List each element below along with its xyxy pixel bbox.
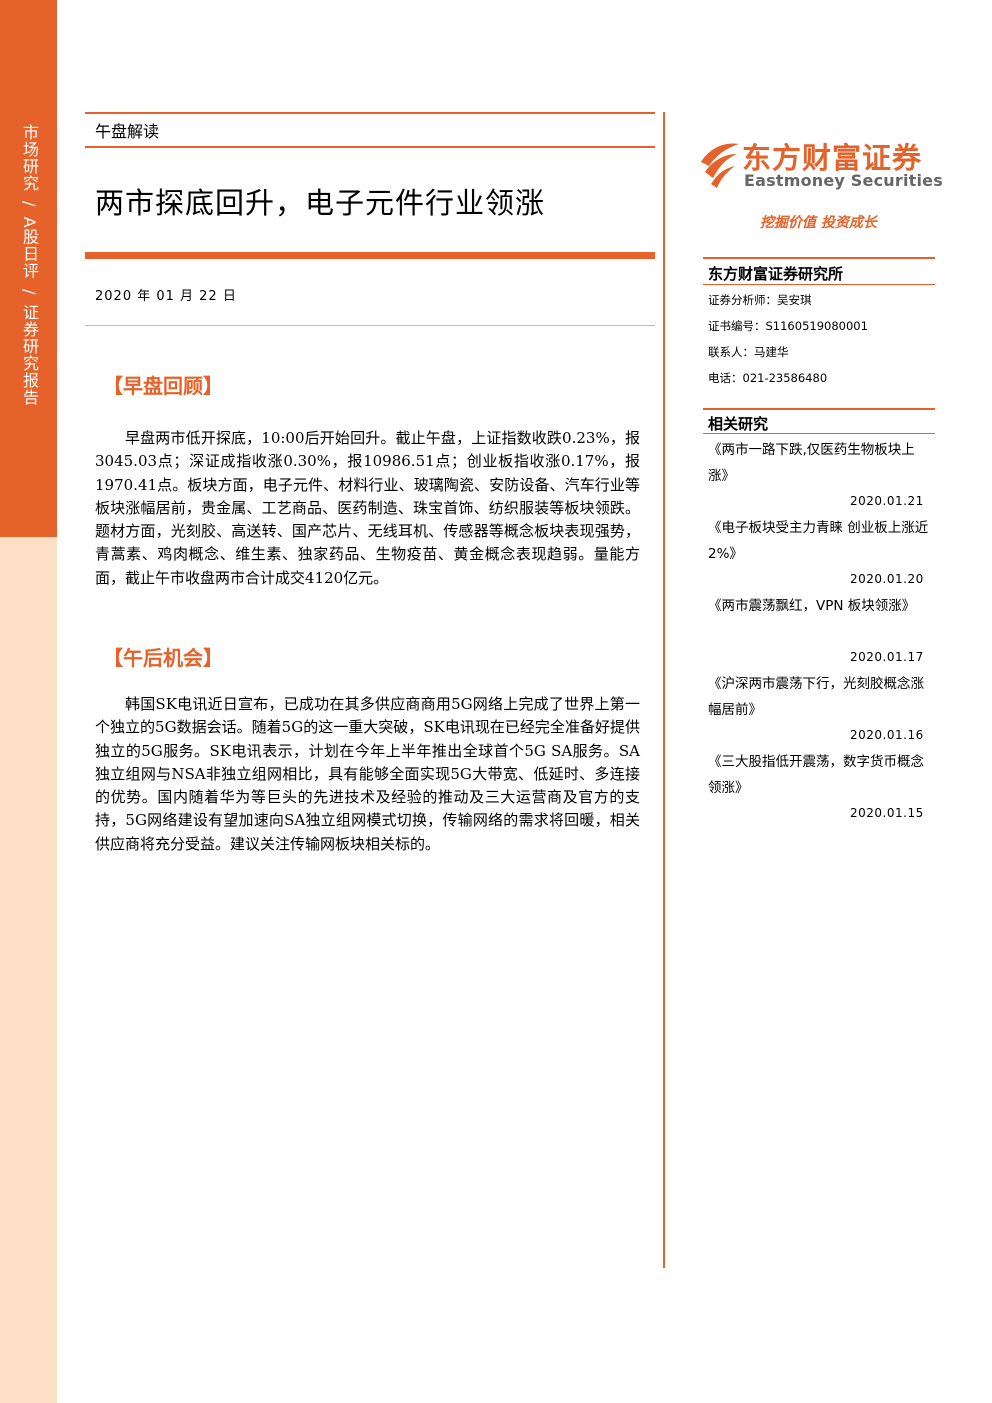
related-item-title[interactable]: 《两市一路下跌,仅医药生物板块上涨》 (708, 442, 915, 484)
related-item-title[interactable]: 《两市震荡飘红，VPN 板块领涨》 (708, 598, 916, 614)
sidebar-accent-band (0, 0, 57, 537)
related-title: 相关研究 (708, 415, 769, 433)
header-top-rule (85, 112, 655, 114)
institute-title: 东方财富证券研究所 (708, 265, 844, 283)
related-item-title[interactable]: 《沪深两市震荡下行，光刻胶概念涨幅居前》 (708, 676, 924, 718)
section-body-morning: 早盘两市低开探底，10:00后开始回升。截止午盘，上证指数收跌0.23%，报30… (95, 429, 640, 587)
contact-phone: 电话：021-23586480 (708, 371, 828, 385)
sidebar-part-market: 市场研究 (20, 124, 39, 192)
sidebar-label: 市场研究 / A股日评 / 证券研究报告 (17, 124, 41, 406)
related-item-title[interactable]: 《三大股指低开震荡，数字货币概念领涨》 (708, 754, 924, 796)
logo-slogan: 挖掘价值 投资成长 (760, 215, 877, 231)
related-bottom-rule (703, 433, 935, 434)
logo-name-en: Eastmoney Securities (744, 171, 943, 190)
logo-name-cn: 东方财富证券 (742, 141, 923, 175)
sidebar-separator: / (20, 201, 39, 208)
institute-top-rule (703, 257, 935, 259)
report-date: 2020 年 01 月 22 日 (95, 289, 237, 304)
related-item-date: 2020.01.17 (850, 650, 924, 664)
eastmoney-logo-icon (701, 143, 739, 188)
related-item-date: 2020.01.20 (850, 572, 924, 586)
institute-bottom-rule (703, 284, 935, 285)
section-heading-afternoon: 【午后机会】 (103, 646, 223, 670)
related-item-title[interactable]: 《电子板块受主力青睐 创业板上涨近 2%》 (708, 520, 929, 562)
date-divider (85, 325, 655, 326)
analyst-name: 证券分析师：吴安琪 (708, 293, 812, 307)
header-thick-rule (85, 252, 655, 259)
page-title: 两市探底回升，电子元件行业领涨 (95, 186, 546, 220)
sidebar-light-band (0, 537, 57, 1403)
sidebar-part-report: 证券研究报告 (20, 304, 39, 407)
section-body-afternoon: 韩国SK电讯近日宣布，已成功在其多供应商商用5G网络上完成了世界上第一个独立的5… (95, 695, 640, 853)
section-heading-morning: 【早盘回顾】 (103, 374, 223, 398)
related-item-date: 2020.01.21 (850, 494, 924, 508)
certificate-number: 证书编号：S1160519080001 (708, 319, 868, 333)
related-top-rule (703, 408, 935, 410)
column-divider (663, 112, 665, 1268)
sidebar-part-daily: A股日评 (20, 216, 39, 280)
sidebar-separator: / (20, 288, 39, 296)
related-item-date: 2020.01.16 (850, 728, 924, 742)
related-item-date: 2020.01.15 (850, 806, 924, 820)
contact-person: 联系人：马建华 (708, 345, 789, 359)
header-mid-rule (85, 146, 655, 148)
report-type: 午盘解读 (95, 122, 160, 141)
